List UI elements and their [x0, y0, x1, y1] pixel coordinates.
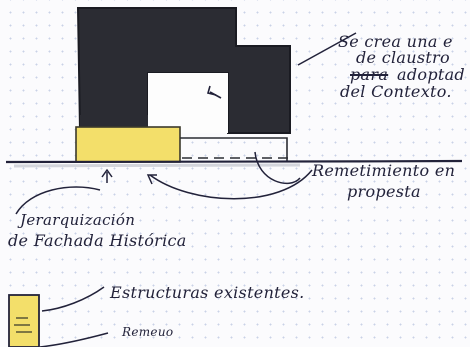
- ground-line: [5, 159, 463, 164]
- note-claustro-line2: de claustro: [356, 48, 450, 67]
- arrow-head-small: [146, 174, 157, 185]
- courtyard-void: [148, 73, 228, 133]
- historic-facade-yellow: [75, 126, 181, 163]
- note-remetimiento-line2: propesta: [347, 182, 421, 201]
- arrow-up-facade-head: [101, 168, 113, 178]
- note-claustro-struck-word: para: [350, 65, 389, 84]
- note-claustro-line3: adoptad: [397, 65, 465, 84]
- note-jerarquizacion-line1: Jerarquización: [20, 211, 136, 229]
- legend-leader-existing: [41, 286, 105, 312]
- legend-leader-partial: [39, 332, 109, 347]
- legend-existing-label: Estructuras existentes.: [110, 283, 305, 302]
- arrow-remetimiento-1: [149, 169, 313, 200]
- arrow-remetimiento-2: [254, 151, 301, 185]
- note-remetimiento-line1: Remetimiento en: [312, 161, 456, 180]
- void-arrow-head: [207, 85, 217, 96]
- note-claustro-line4: del Contexto.: [340, 82, 452, 101]
- leader-claustro: [297, 32, 357, 66]
- legend-swatch-existing: [8, 294, 40, 347]
- note-claustro-line1: Se crea una e: [338, 32, 453, 51]
- dark-base-block: [80, 115, 148, 129]
- legend-partial-label: Remeuo: [122, 325, 174, 339]
- curve-jerarquizacion: [15, 186, 101, 215]
- setback-outline: [180, 137, 288, 162]
- legend-swatch-hatch: [14, 317, 32, 333]
- note-jerarquizacion-line2: de Fachada Histórica: [8, 231, 187, 250]
- ground-line-shadow: [13, 163, 301, 168]
